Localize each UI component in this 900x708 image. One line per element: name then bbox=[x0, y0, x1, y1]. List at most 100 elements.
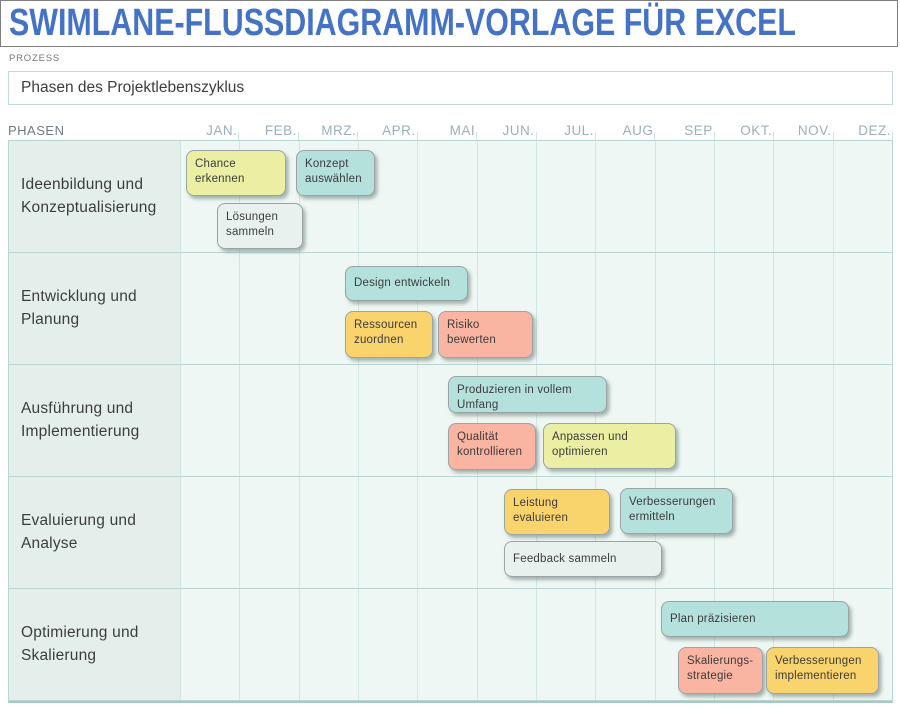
month-header-mrz: MRZ. bbox=[299, 123, 359, 141]
month-header-okt: OKT. bbox=[715, 123, 775, 141]
grid-cell bbox=[834, 253, 892, 364]
task-box-leistung-evaluieren[interactable]: Leistung evaluieren bbox=[504, 489, 610, 535]
phase-label-cell: Optimierung und Skalierung bbox=[9, 589, 181, 700]
grid-cell bbox=[596, 589, 656, 700]
grid-cell bbox=[596, 141, 656, 252]
title-block: SWIMLANE-FLUSSDIAGRAMM-VORLAGE FÜR EXCEL bbox=[0, 0, 898, 47]
task-box-chance-erkennen[interactable]: Chance erkennen bbox=[186, 150, 286, 196]
grid-cell bbox=[240, 365, 300, 476]
grid-cell bbox=[537, 365, 597, 476]
grid-cell bbox=[715, 477, 775, 588]
grid-cell bbox=[300, 365, 359, 476]
grid-cell bbox=[359, 365, 419, 476]
task-box-produzieren-in-vollem-umfang[interactable]: Produzieren in vollem Umfang bbox=[448, 376, 607, 413]
month-header-jun: JUN. bbox=[477, 123, 537, 141]
grid-cell bbox=[656, 589, 715, 700]
process-name-field[interactable]: Phasen des Projektlebenszyklus bbox=[8, 71, 893, 105]
phase-label: Evaluierung und Analyse bbox=[21, 512, 137, 552]
grid-cell bbox=[715, 589, 775, 700]
month-header-sep: SEP bbox=[655, 123, 716, 141]
task-box-risiko-bewerten[interactable]: Risiko bewerten bbox=[438, 311, 533, 358]
grid-cell bbox=[478, 141, 537, 252]
month-header-feb: FEB. bbox=[239, 123, 300, 141]
task-box-plan-praezisieren[interactable]: Plan präzisieren bbox=[661, 601, 849, 637]
grid-cell bbox=[418, 365, 478, 476]
grid-cell bbox=[418, 253, 478, 364]
swimlane-row: Ideenbildung und Konzeptualisierung bbox=[9, 141, 892, 253]
grid-cell bbox=[359, 253, 419, 364]
task-box-verbesserungen-ermitteln[interactable]: Verbesserungen ermitteln bbox=[620, 488, 733, 534]
grid-cell bbox=[537, 589, 597, 700]
month-header-mai: MAI bbox=[418, 123, 478, 141]
grid-cell bbox=[596, 253, 656, 364]
grid-cell bbox=[774, 141, 834, 252]
grid-cell bbox=[478, 589, 537, 700]
phase-label: Ausführung und Implementierung bbox=[21, 400, 140, 440]
grid-cell bbox=[181, 365, 241, 476]
phase-label: Ideenbildung und Konzeptualisierung bbox=[21, 176, 157, 216]
grid-cell bbox=[359, 589, 419, 700]
task-box-verbesserungen-implementieren[interactable]: Verbesserungen implementieren bbox=[766, 647, 879, 694]
phase-label: Entwicklung und Planung bbox=[21, 288, 137, 328]
phase-label-cell: Entwicklung und Planung bbox=[9, 253, 181, 364]
phases-column-header: PHASEN bbox=[8, 123, 65, 138]
task-box-feedback-sammeln[interactable]: Feedback sammeln bbox=[504, 541, 662, 577]
grid-cell bbox=[240, 141, 300, 252]
task-box-loesungen-sammeln[interactable]: Lösungen sammeln bbox=[217, 203, 303, 249]
grid-cell bbox=[715, 253, 775, 364]
grid-cell bbox=[834, 141, 892, 252]
grid-cell bbox=[300, 477, 359, 588]
phase-label-cell: Evaluierung und Analyse bbox=[9, 477, 181, 588]
grid-cell bbox=[656, 365, 715, 476]
grid-cell bbox=[359, 141, 419, 252]
grid-cell bbox=[359, 477, 419, 588]
grid-cell bbox=[181, 477, 241, 588]
phase-label: Optimierung und Skalierung bbox=[21, 624, 139, 664]
month-header-jul: JUL. bbox=[537, 123, 597, 141]
task-box-skalierungs-strategie[interactable]: Skalierungs-strategie bbox=[678, 647, 763, 694]
grid-cell bbox=[478, 253, 537, 364]
grid-cell bbox=[596, 365, 656, 476]
grid-cell bbox=[240, 477, 300, 588]
grid-cell bbox=[834, 477, 892, 588]
grid-cell bbox=[537, 141, 597, 252]
grid-cell bbox=[774, 253, 834, 364]
grid-cell bbox=[300, 253, 359, 364]
phase-label-cell: Ausführung und Implementierung bbox=[9, 365, 181, 476]
grid-cell bbox=[300, 589, 359, 700]
grid-cell bbox=[300, 141, 359, 252]
grid-cell bbox=[418, 477, 478, 588]
month-header-dez: DEZ. bbox=[834, 123, 894, 141]
grid-cell bbox=[418, 589, 478, 700]
grid-cell bbox=[240, 589, 300, 700]
grid-cell bbox=[715, 141, 775, 252]
process-label: PROZESS bbox=[9, 53, 60, 64]
page-title: SWIMLANE-FLUSSDIAGRAMM-VORLAGE FÜR EXCEL bbox=[9, 2, 796, 44]
grid-cell bbox=[240, 253, 300, 364]
swimlane-row: Entwicklung und Planung bbox=[9, 253, 892, 365]
task-box-anpassen-und-optimieren[interactable]: Anpassen und optimieren bbox=[543, 423, 676, 469]
grid-cell bbox=[181, 589, 241, 700]
task-box-konzept-auswaehlen[interactable]: Konzept auswählen bbox=[296, 150, 375, 196]
grid-cell bbox=[834, 365, 892, 476]
grid-cell bbox=[181, 253, 241, 364]
task-box-qualitaet-kontrollieren[interactable]: Qualität kontrollieren bbox=[448, 423, 536, 470]
month-header-jan: JAN. bbox=[180, 123, 240, 141]
lane-grid bbox=[181, 253, 892, 364]
task-box-ressourcen-zuordnen[interactable]: Ressourcen zuordnen bbox=[345, 311, 433, 358]
month-header-apr: APR. bbox=[358, 123, 419, 141]
grid-cell bbox=[656, 141, 715, 252]
grid-cell bbox=[418, 141, 478, 252]
grid-cell bbox=[774, 365, 834, 476]
grid-cell bbox=[774, 477, 834, 588]
month-header-aug: AUG bbox=[596, 123, 656, 141]
swimlane-row: Evaluierung und Analyse bbox=[9, 477, 892, 589]
grid-cell bbox=[774, 589, 834, 700]
task-box-design-entwickeln[interactable]: Design entwickeln bbox=[345, 266, 468, 301]
phase-label-cell: Ideenbildung und Konzeptualisierung bbox=[9, 141, 181, 252]
grid-cell bbox=[656, 253, 715, 364]
grid-cell bbox=[715, 365, 775, 476]
